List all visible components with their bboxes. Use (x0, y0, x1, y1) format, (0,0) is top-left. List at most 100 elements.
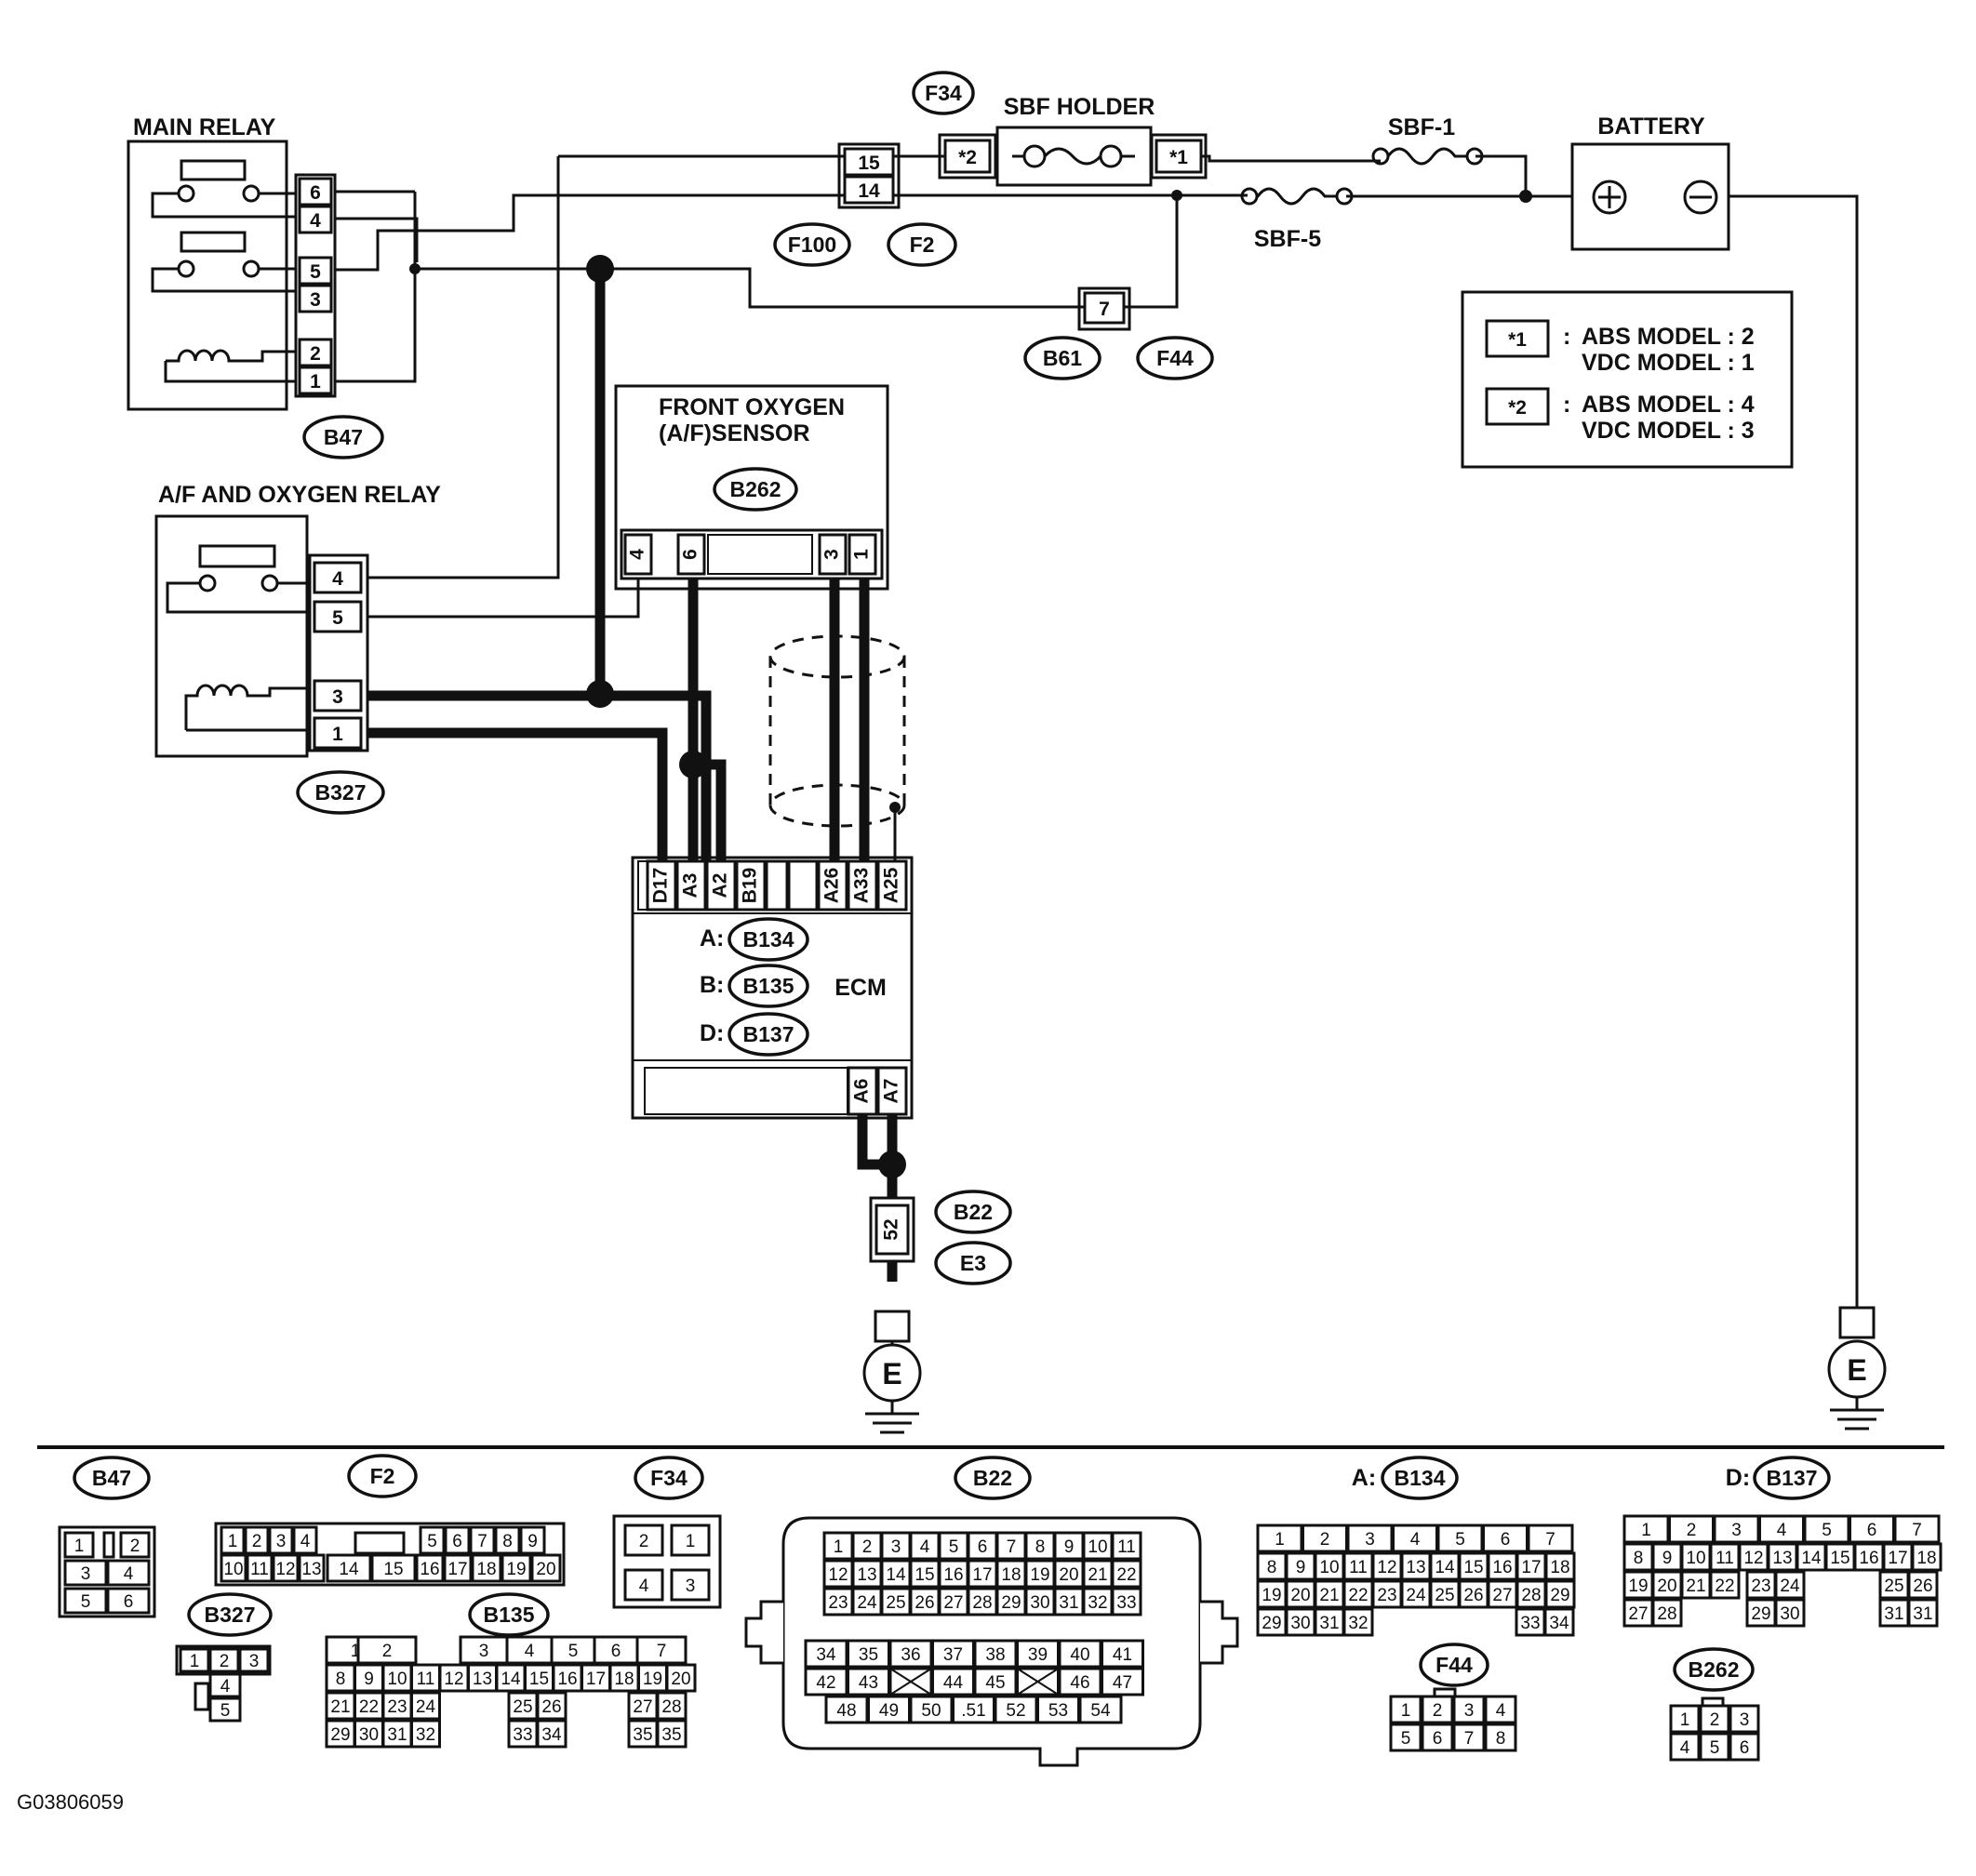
connector-pin-number: 26 (1463, 1586, 1483, 1605)
wire-to-b61 (600, 267, 1085, 309)
connector-pin-number: 3 (891, 1537, 901, 1557)
cv-b22-label: B22 (973, 1466, 1012, 1490)
b47-pin: 1 (310, 371, 321, 392)
f2-pin-14: 14 (858, 180, 880, 202)
connector-pin-number: 26 (541, 1697, 561, 1717)
cv-b134-prefix: A: (1352, 1465, 1376, 1491)
b47-pin: 4 (310, 210, 321, 232)
connector-cavity (1392, 1523, 1438, 1553)
connector-pin-number: 25 (513, 1697, 532, 1717)
connector-cavity (1111, 1587, 1142, 1617)
connector-pin-number: 14 (1801, 1549, 1822, 1568)
connector-pin-number: 4 (1777, 1521, 1787, 1540)
connector-cavity (354, 1691, 384, 1721)
sensor-pin-empty (707, 534, 813, 575)
connector-cavity (467, 1663, 498, 1693)
connector-pin-number: 17 (1521, 1558, 1541, 1577)
connector-view-b137: D: B137 (1726, 1456, 1831, 1500)
wire-af-relay-3-to-ecm-b19 (367, 690, 712, 861)
connector-pin-number: 17 (586, 1670, 606, 1689)
connector-pin-number: 12 (1377, 1558, 1396, 1577)
connector-pin-number: 27 (943, 1593, 963, 1613)
ecm-pin: D17 (650, 868, 672, 904)
connector-pin-number: 29 (330, 1725, 350, 1745)
main-relay-title: MAIN RELAY (133, 114, 276, 140)
connector-cavity (1484, 1695, 1517, 1724)
connector-pin-number: 36 (901, 1645, 920, 1665)
connector-pin-number: 50 (921, 1701, 941, 1721)
connector-pin-number: 6 (1740, 1738, 1750, 1758)
connector-cavity (415, 1553, 445, 1583)
connector-pin-number: 4 (300, 1532, 311, 1551)
connector-pin-number: 15 (1830, 1549, 1849, 1568)
legend-key2-box (1485, 387, 1550, 426)
connector-view-b47: B47 (73, 1456, 151, 1500)
connector-pin-number: 1 (686, 1532, 696, 1551)
connector-pin-number: 3 (1464, 1701, 1475, 1721)
blank-cavity-cross (889, 1668, 932, 1696)
connector-cavity (1680, 1570, 1712, 1600)
connector-cavity (519, 1525, 546, 1555)
connector-pin-number: 8 (1496, 1729, 1506, 1749)
connector-pin-number: 21 (330, 1697, 350, 1717)
connector-pin-number: 4 (1410, 1530, 1421, 1550)
connector-pin-number: 30 (1290, 1614, 1310, 1633)
connector-cavity (1429, 1551, 1461, 1581)
connector-pin-number: 27 (1492, 1586, 1512, 1605)
connector-pin-number: 2 (220, 1652, 230, 1671)
connector-cavity (1452, 1695, 1486, 1724)
connector-pin-number: 23 (828, 1593, 848, 1613)
connector-pin-number: 3 (1731, 1521, 1742, 1540)
b327-pin: 4 (332, 568, 343, 590)
connector-pin-number: 3 (276, 1532, 287, 1551)
connector-pin-number: 9 (364, 1670, 374, 1689)
connector-cavity (1421, 1723, 1454, 1752)
main-relay: MAIN RELAY 6 4 5 3 2 1 B47 (127, 114, 384, 459)
connector-cavity (208, 1647, 240, 1673)
connector-pin-number: 30 (1780, 1604, 1799, 1624)
connector-pin-number: 4 (639, 1577, 649, 1596)
connector-pin-number: 39 (1028, 1645, 1048, 1665)
connector-pin-number: 6 (1433, 1729, 1443, 1749)
ecm-pin-a6-box (847, 1066, 878, 1116)
sbf-holder-pin-left (943, 139, 992, 174)
cv-b135-label: B135 (484, 1603, 535, 1627)
connector-pin-number: 32 (1348, 1614, 1368, 1633)
connector-pin-number: 23 (1377, 1586, 1396, 1605)
connector-pin-number: 4 (525, 1642, 535, 1661)
connector-cavity (326, 1553, 372, 1583)
main-relay-body (127, 140, 288, 411)
connector-pin-number: 4 (124, 1564, 134, 1584)
af-relay-contact-b (260, 574, 279, 592)
cv-b262-label: B262 (1689, 1657, 1740, 1682)
connector-cavity (459, 1635, 509, 1665)
sbf-holder-title: SBF HOLDER (1004, 94, 1155, 120)
connector-pin-number: 6 (1501, 1530, 1511, 1550)
connector-cavity (1651, 1598, 1683, 1628)
connector-cavity (637, 1663, 668, 1693)
connector-cavity (1436, 1523, 1484, 1553)
sensor-title-line2: (A/F)SENSOR (659, 420, 810, 446)
b61-pin: 7 (1099, 299, 1110, 320)
ecm-top-pins: D17 A3 A2 B19 A26 A33 A25 (646, 859, 908, 911)
connector-cavity (670, 1523, 711, 1557)
connector-cavity (995, 1531, 1027, 1561)
connector-pin-number: 10 (1088, 1537, 1107, 1557)
connector-pin-number: 27 (633, 1697, 652, 1717)
connector-pin-number: 18 (1001, 1565, 1021, 1585)
connector-pin-number: 6 (124, 1592, 134, 1612)
connector-cavity (119, 1531, 151, 1559)
junction-dot (586, 255, 614, 283)
connector-cavity (501, 1553, 532, 1583)
connector-cavity (851, 1559, 883, 1589)
connector-pin-number: 25 (886, 1593, 905, 1613)
connector-pin-number: 23 (1751, 1577, 1770, 1596)
connector-pin-number: 44 (943, 1673, 964, 1693)
b47-pin: 6 (310, 182, 321, 204)
connector-pin-number: 42 (816, 1673, 835, 1693)
connector-cavity (847, 1667, 890, 1696)
connector-pin-number: 43 (859, 1673, 878, 1693)
b47-pins: 6 4 5 3 2 1 (298, 177, 333, 395)
connector-cavity (1622, 1598, 1654, 1628)
connector-pin-number: 10 (387, 1670, 407, 1689)
